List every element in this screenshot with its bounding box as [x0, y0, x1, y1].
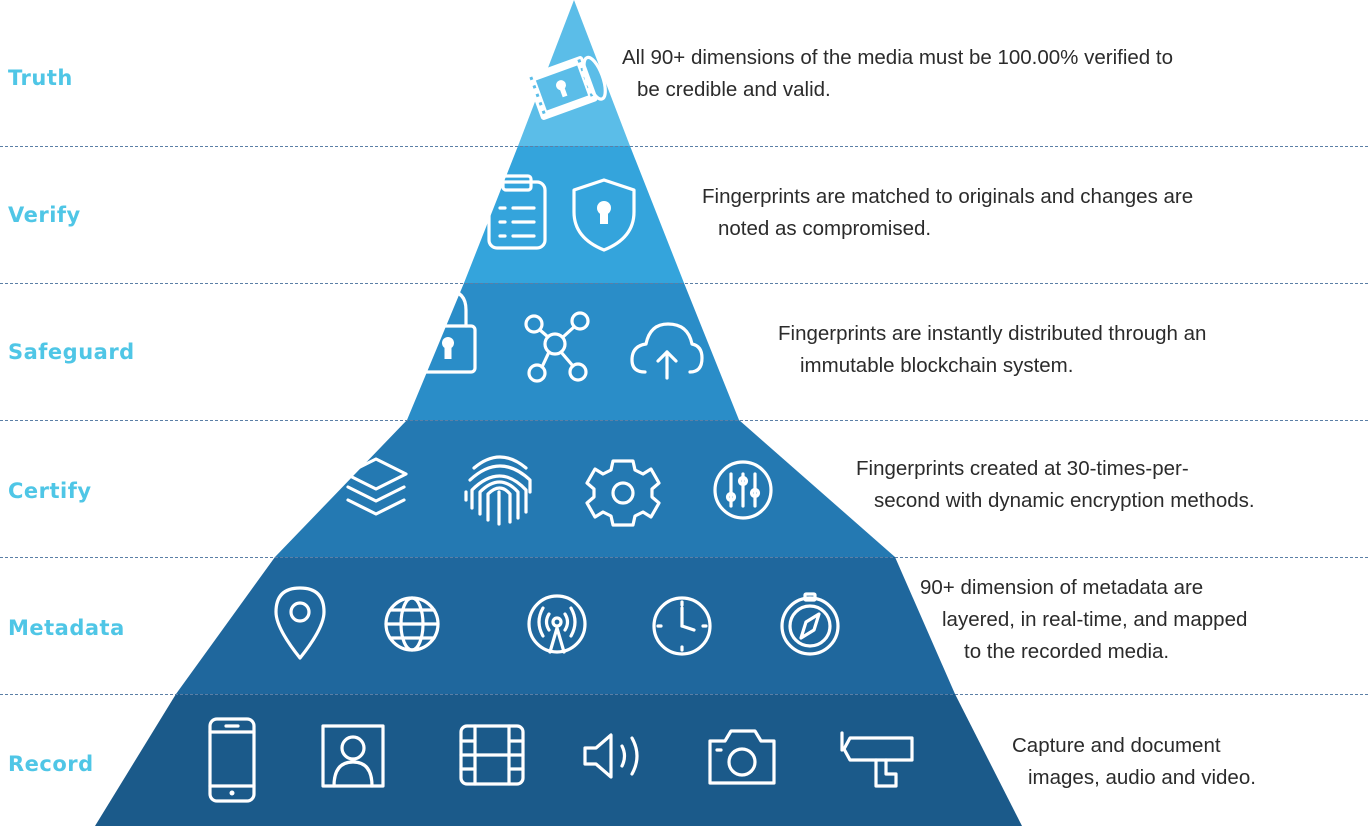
cctv-camera-icon	[840, 731, 914, 788]
tier-description-verify: Fingerprints are matched to originals an…	[702, 181, 1193, 245]
tier-divider	[0, 694, 1368, 695]
tier-divider	[0, 557, 1368, 558]
tier-description-record: Capture and document images, audio and v…	[1012, 730, 1256, 794]
portrait-icon	[321, 724, 385, 788]
clipboard-list-icon	[487, 174, 547, 250]
description-line: second with dynamic encryption methods.	[874, 489, 1255, 512]
tier-label-truth: Truth	[8, 66, 73, 90]
description-line: layered, in real-time, and mapped	[942, 608, 1248, 631]
location-pin-icon	[274, 586, 326, 660]
layers-icon	[344, 457, 408, 516]
globe-icon	[384, 596, 440, 652]
clock-icon	[652, 596, 712, 656]
tier-divider	[0, 146, 1368, 147]
description-line: All 90+ dimensions of the media must be …	[622, 46, 1173, 69]
smartphone-icon	[208, 717, 256, 803]
tier-label-safeguard: Safeguard	[8, 340, 135, 364]
sliders-icon	[713, 460, 773, 520]
description-line: immutable blockchain system.	[800, 354, 1074, 377]
tier-label-record: Record	[8, 752, 94, 776]
padlock-icon	[419, 289, 477, 374]
description-line: noted as compromised.	[718, 217, 932, 240]
description-line: Capture and document	[1012, 734, 1221, 757]
description-line: Fingerprints created at 30-times-per-	[856, 457, 1189, 480]
shield-lock-icon	[572, 178, 636, 252]
description-line: Fingerprints are instantly distributed t…	[778, 322, 1207, 345]
tier-safeguard-band	[407, 283, 739, 420]
description-line: be credible and valid.	[637, 78, 831, 101]
description-line: Fingerprints are matched to originals an…	[702, 185, 1194, 208]
tier-description-safeguard: Fingerprints are instantly distributed t…	[778, 318, 1206, 382]
tier-label-metadata: Metadata	[8, 616, 125, 640]
network-nodes-icon	[524, 311, 590, 383]
tier-certify-band	[275, 420, 895, 557]
tier-divider	[0, 420, 1368, 421]
tier-divider	[0, 283, 1368, 284]
tier-description-metadata: 90+ dimension of metadata are layered, i…	[920, 572, 1247, 668]
gear-icon	[585, 459, 661, 527]
compass-icon	[780, 592, 840, 656]
fingerprint-icon	[464, 455, 532, 526]
tier-label-verify: Verify	[8, 203, 81, 227]
film-strip-icon	[459, 724, 525, 786]
description-line: images, audio and video.	[1028, 766, 1256, 789]
cloud-upload-icon	[630, 322, 704, 380]
film-lock-icon	[526, 55, 607, 120]
broadcast-icon	[527, 594, 587, 654]
description-line: to the recorded media.	[964, 640, 1170, 663]
camera-icon	[708, 729, 776, 785]
speaker-icon	[583, 733, 639, 779]
description-line: 90+ dimension of metadata are	[920, 576, 1204, 599]
tier-description-truth: All 90+ dimensions of the media must be …	[622, 42, 1173, 106]
tier-label-certify: Certify	[8, 479, 92, 503]
tier-description-certify: Fingerprints created at 30-times-per- se…	[856, 453, 1255, 517]
